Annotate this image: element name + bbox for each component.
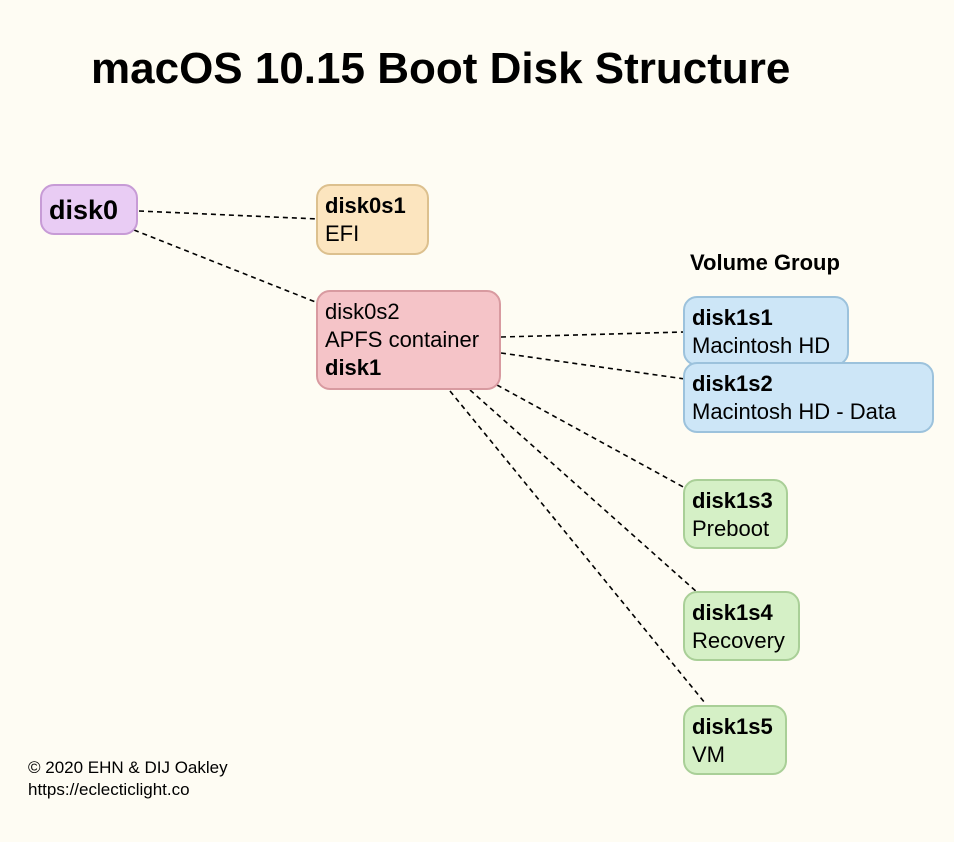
node-disk1s4-name: Recovery [692,628,785,653]
node-disk1s5-name: VM [692,742,725,767]
edge-disk0-disk0s2 [133,229,319,304]
node-disk0s1-id: disk0s1 [325,193,406,218]
node-disk1s4: disk1s4 Recovery [683,591,800,661]
node-disk0s1: disk0s1 EFI [316,184,429,255]
node-disk1s1: disk1s1 Macintosh HD [683,296,849,366]
node-disk1s5-id: disk1s5 [692,714,773,739]
node-disk1s3: disk1s3 Preboot [683,479,788,549]
node-disk1s2: disk1s2 Macintosh HD - Data [683,362,934,433]
node-disk1s4-id: disk1s4 [692,600,773,625]
volume-group-label: Volume Group [690,250,840,275]
edge-disk0s2-disk1s1 [500,331,686,338]
node-disk0s2: disk0s2 APFS container disk1 [316,290,501,390]
node-disk1s3-id: disk1s3 [692,488,773,513]
node-disk0s1-name: EFI [325,221,360,246]
edge-disk0s2-disk1s3 [496,384,688,490]
node-disk0: disk0 [40,184,138,235]
edge-disk0s2-disk1s2 [500,352,686,380]
website-url: https://eclecticlight.co [28,780,190,799]
node-disk0-id: disk0 [49,195,119,225]
edge-disk0-disk0s1 [138,210,319,220]
copyright-text: © 2020 EHN & DIJ Oakley [28,758,228,777]
edge-disk0s2-disk1s5 [449,390,706,704]
node-disk1s2-name: Macintosh HD - Data [692,399,897,424]
edge-disk0s2-disk1s4 [469,389,699,594]
node-disk1s3-name: Preboot [692,516,770,541]
diagram-title: macOS 10.15 Boot Disk Structure [91,44,791,93]
node-disk0s2-id: disk0s2 [325,299,400,324]
node-disk1s1-id: disk1s1 [692,305,773,330]
node-disk0s2-name: APFS container [325,327,480,352]
node-disk0s2-container-id: disk1 [325,355,382,380]
node-disk1s2-id: disk1s2 [692,371,773,396]
node-disk1s5: disk1s5 VM [683,705,787,775]
node-disk1s1-name: Macintosh HD [692,333,831,358]
